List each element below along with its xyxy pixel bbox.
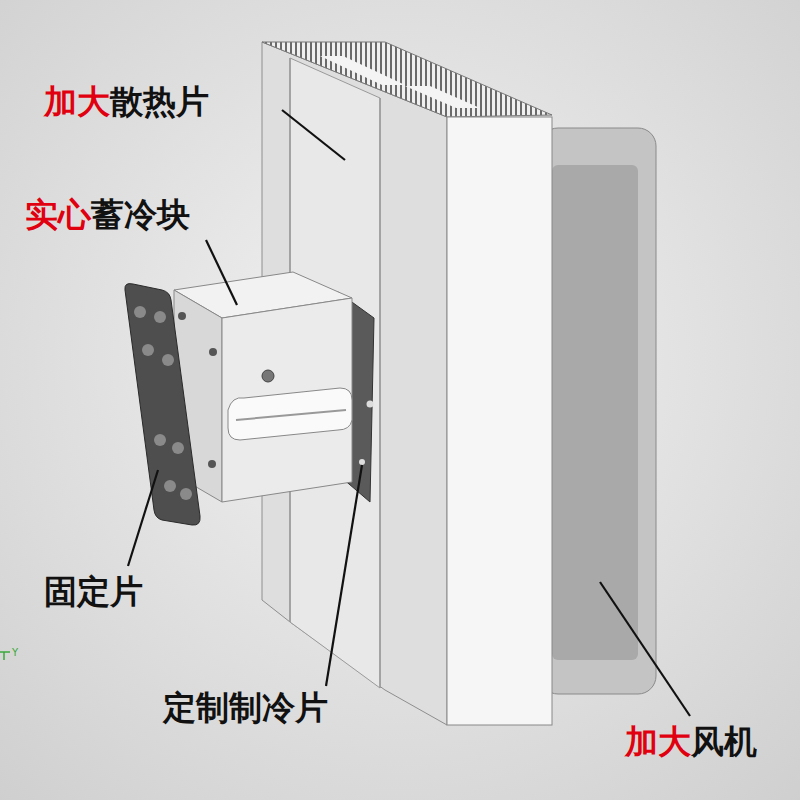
- cold-storage-block: [174, 272, 352, 502]
- label-group: Y: [12, 641, 18, 660]
- fan: [540, 128, 656, 694]
- part-label: 实心: [25, 195, 91, 234]
- leader-lines: [128, 110, 690, 716]
- axis-label: Y: [12, 647, 18, 658]
- part-label: 风机: [691, 722, 757, 761]
- part-label: 加大: [625, 722, 691, 761]
- part-label: 固定片: [44, 572, 143, 611]
- fixing-plate: [125, 284, 200, 525]
- label-group: 定制制冷片: [163, 686, 328, 731]
- part-label: 蓄冷块: [91, 195, 190, 234]
- label-group: 固定片: [44, 570, 143, 615]
- label-group: 实心蓄冷块: [25, 193, 190, 238]
- part-label: 定制制冷片: [163, 688, 328, 727]
- part-label: 加大: [44, 82, 110, 121]
- label-group: 加大风机: [625, 720, 757, 765]
- part-label: 散热片: [110, 82, 209, 121]
- label-group: 加大散热片: [44, 80, 209, 125]
- axis-indicator: [0, 652, 10, 660]
